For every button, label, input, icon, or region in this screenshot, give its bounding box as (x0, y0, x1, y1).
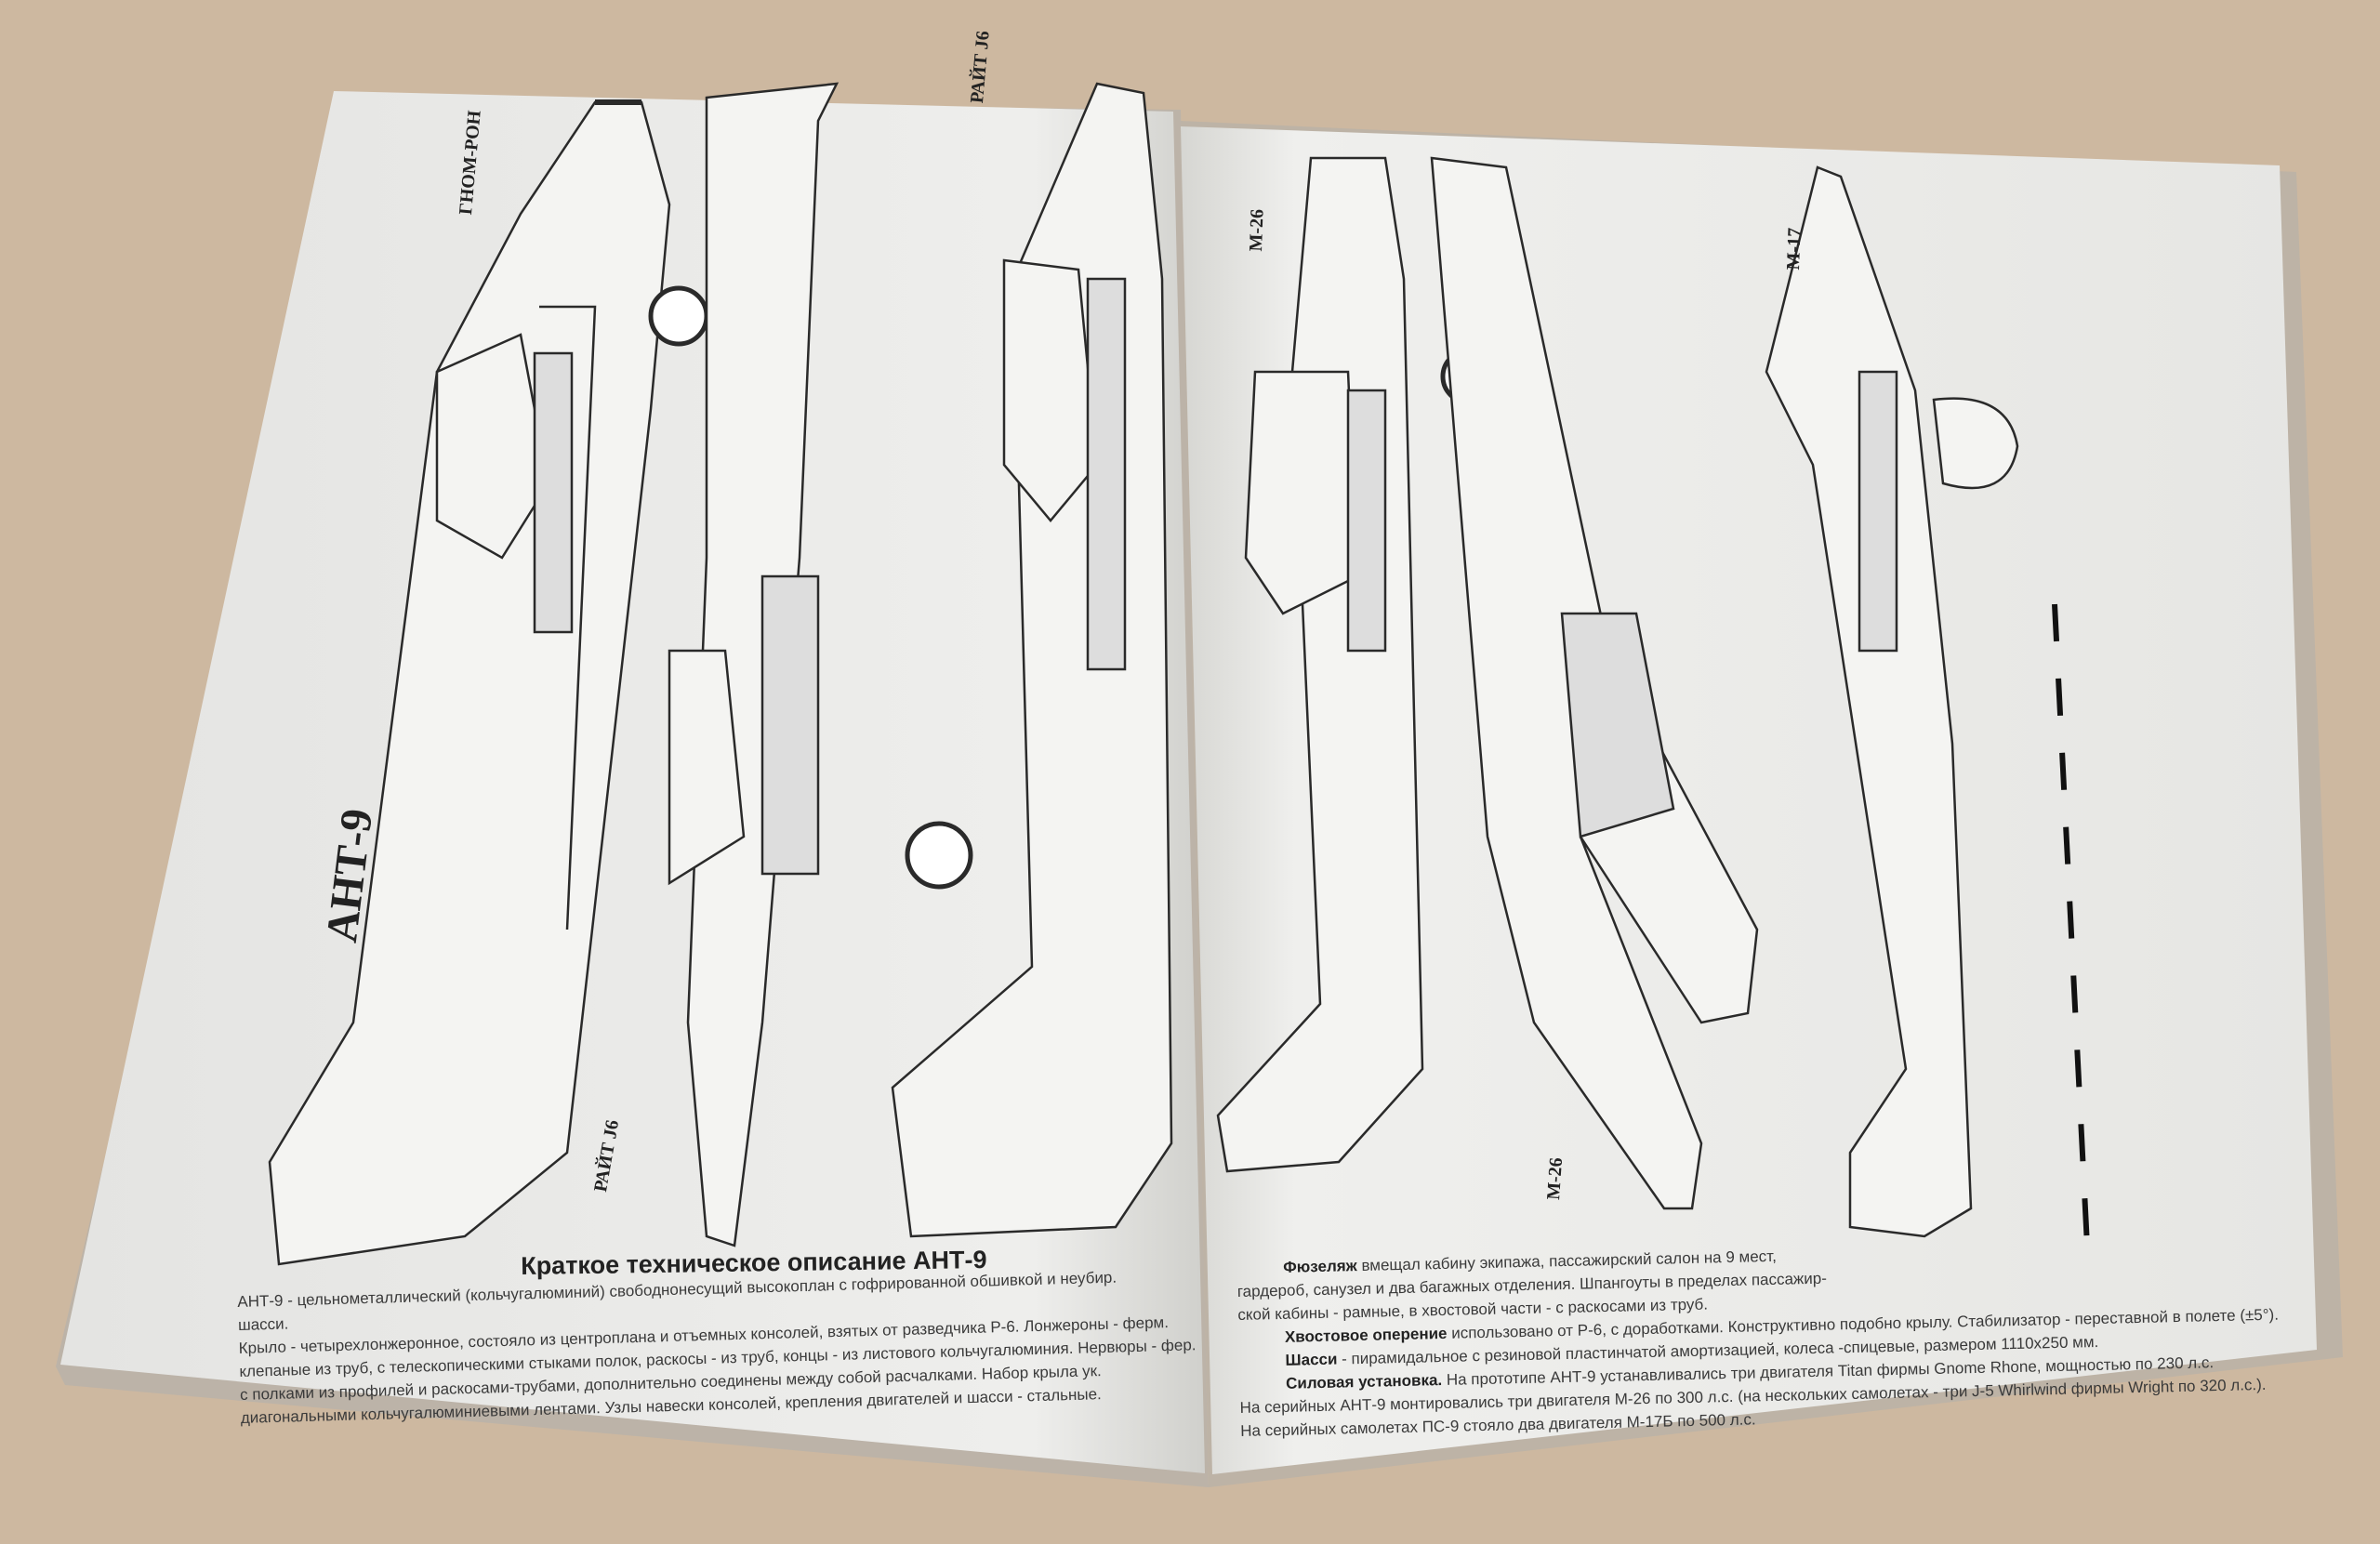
right-description: Фюзеляж вмещал кабину экипажа, пассажирс… (1236, 1234, 2281, 1443)
term-fuselage: Фюзеляж (1283, 1257, 1357, 1276)
aircraft-drawing-side-view-4 (1765, 165, 2019, 1238)
aircraft-drawing-side-view-3 (1216, 156, 1498, 1173)
term-power: Силовая установка. (1285, 1371, 1443, 1392)
label-m26-bottom: М-26 (1543, 1156, 1567, 1201)
label-m17: М-17 (1783, 227, 1805, 271)
left-description: АНТ-9 - цельнометаллический (кольчугалюм… (237, 1263, 1197, 1430)
aircraft-drawing-top-view (668, 82, 973, 1247)
label-m26-top: М-26 (1246, 208, 1268, 252)
scale-bar (2052, 603, 2090, 1247)
term-gear: Шасси (1285, 1350, 1338, 1369)
aircraft-drawing-side-view-1 (268, 99, 709, 1266)
aircraft-drawing-top-view-2 (1430, 156, 1759, 1210)
aircraft-drawing-side-view-2 (891, 82, 1173, 1238)
term-tail: Хвостовое оперение (1284, 1324, 1448, 1346)
